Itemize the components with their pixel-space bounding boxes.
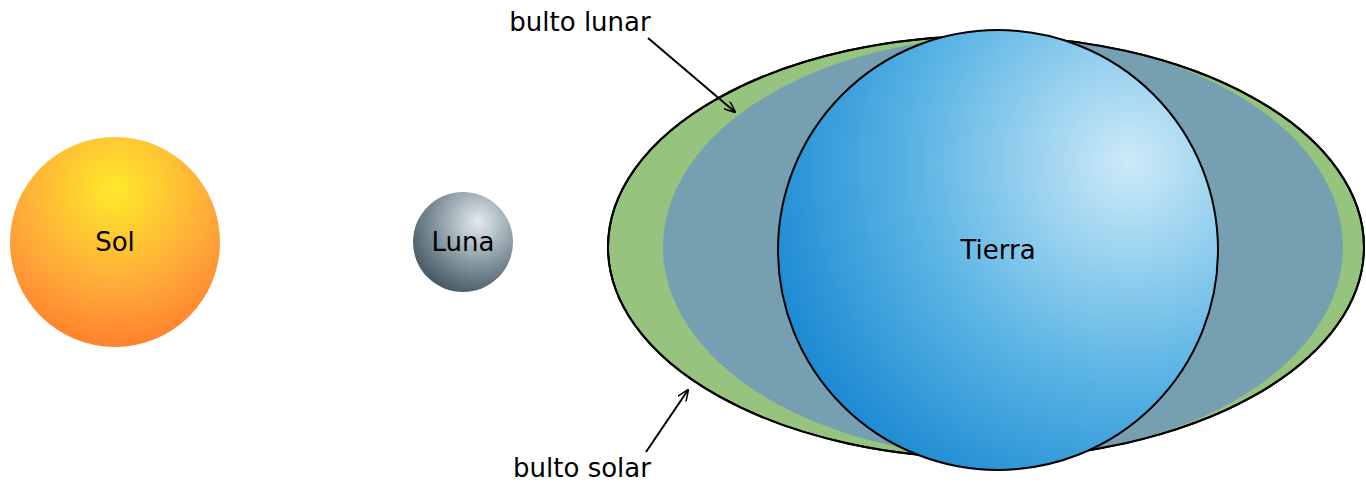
bulge-label: bulto solar [510,453,654,483]
leader-line [646,390,688,452]
bulge-label: bulto lunar [506,7,653,37]
moon-disc [413,192,513,292]
leader-line [648,38,735,112]
sun-disc [10,137,220,347]
moon-node: Luna [415,207,511,277]
body-label: Sol [95,227,135,257]
earth-node: Tierra [828,150,1168,350]
body-label: Tierra [960,235,1035,265]
sun-node: Sol [25,182,205,302]
earth-disc [778,30,1218,470]
body-label: Luna [432,227,495,257]
